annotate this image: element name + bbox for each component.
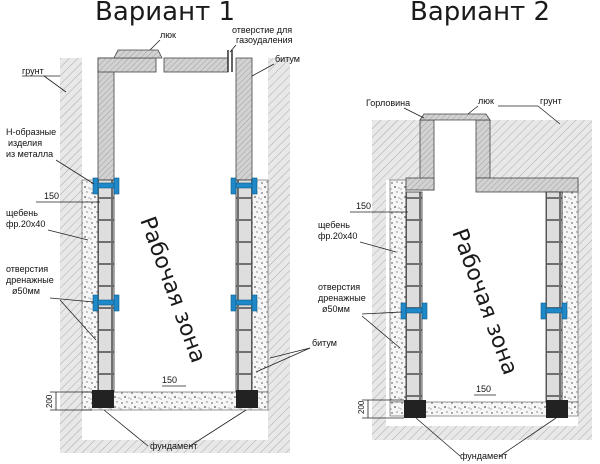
label-hatch-2: люк bbox=[478, 96, 494, 106]
wall-upper-right bbox=[235, 57, 253, 181]
label-dim-150-side-2: 150 bbox=[356, 201, 371, 211]
foundation-block-right bbox=[236, 390, 258, 408]
label-soil-2: грунт bbox=[540, 96, 562, 106]
label-h-items-1: Н-образные bbox=[6, 127, 56, 137]
h-connector-icon-2 bbox=[400, 302, 568, 320]
brick-wall-right-2 bbox=[545, 191, 563, 403]
gravel-left bbox=[81, 179, 99, 393]
label-gas-hole-2: газоудаления bbox=[236, 35, 293, 45]
label-drain-1-2: отверстия bbox=[318, 282, 360, 292]
foundation-block-left-2 bbox=[404, 400, 426, 418]
label-h-items-3: из металла bbox=[6, 149, 53, 159]
brick-wall-left bbox=[97, 179, 115, 393]
gravel-bottom-2 bbox=[389, 401, 579, 417]
label-hatch: люк bbox=[160, 30, 176, 40]
soil-right bbox=[268, 58, 290, 453]
label-drain-1: отверстия bbox=[6, 264, 48, 274]
gravel-bottom bbox=[81, 391, 269, 411]
label-drain-2-2: дренажные bbox=[318, 293, 366, 303]
label-gravel-1-2: щебень bbox=[318, 220, 350, 230]
variant-2-title: Вариант 2 bbox=[410, 0, 550, 27]
gravel-right-2 bbox=[561, 179, 579, 403]
top-slab-right bbox=[163, 57, 229, 73]
label-drain-3: ø50мм bbox=[12, 286, 40, 296]
gravel-left-2 bbox=[389, 179, 407, 403]
label-foundation: фундамент bbox=[150, 441, 197, 451]
label-dim-150-bottom-2: 150 bbox=[476, 384, 491, 394]
label-bitumen-top: битум bbox=[275, 54, 300, 64]
brick-wall-left-2 bbox=[405, 191, 423, 403]
hatch-cover-2 bbox=[419, 113, 491, 121]
label-dim-150-side: 150 bbox=[44, 191, 59, 201]
variant-1: Вариант 1 Рабочая зона bbox=[6, 0, 337, 453]
soil-bottom bbox=[60, 440, 290, 453]
label-gravel-2: фр.20х40 bbox=[6, 219, 45, 229]
foundation-block-right-2 bbox=[546, 400, 568, 418]
label-soil: грунт bbox=[22, 66, 44, 76]
label-drain-3-2: ø50мм bbox=[322, 304, 350, 314]
variant-1-title: Вариант 1 bbox=[95, 0, 235, 27]
soil-right-2 bbox=[578, 120, 592, 440]
hatch-cover bbox=[113, 49, 163, 59]
soil-left bbox=[60, 58, 82, 453]
foundation-block-left bbox=[92, 390, 114, 408]
label-dim-200: 200 bbox=[45, 394, 54, 408]
work-zone-label-2: Рабочая зона bbox=[446, 226, 522, 379]
wall-upper-left bbox=[97, 57, 115, 181]
label-gravel-1: щебень bbox=[6, 208, 38, 218]
label-drain-2: дренажные bbox=[6, 275, 54, 285]
neck-wall-right bbox=[475, 119, 491, 179]
label-gas-hole-1: отверстие для bbox=[232, 25, 292, 35]
label-bitumen-bottom: битум bbox=[312, 338, 337, 348]
label-h-items-2: изделия bbox=[8, 138, 42, 148]
top-slab-left bbox=[97, 57, 157, 73]
brick-wall-right bbox=[235, 179, 253, 393]
gravel-right bbox=[251, 179, 269, 393]
h-connector-icon bbox=[92, 177, 258, 312]
soil-left-2 bbox=[372, 120, 386, 440]
label-dim-200-2: 200 bbox=[357, 400, 366, 414]
label-dim-150-bottom: 150 bbox=[162, 375, 177, 385]
work-zone-label: Рабочая зона bbox=[134, 214, 210, 367]
label-gravel-2-2: фр.20х40 bbox=[318, 231, 357, 241]
top-slab-2 bbox=[475, 177, 579, 193]
label-foundation-2: фундамент bbox=[460, 451, 507, 461]
variant-2: Вариант 2 Рабочая зона Горловина bbox=[318, 0, 592, 461]
label-neck: Горловина bbox=[366, 98, 410, 108]
